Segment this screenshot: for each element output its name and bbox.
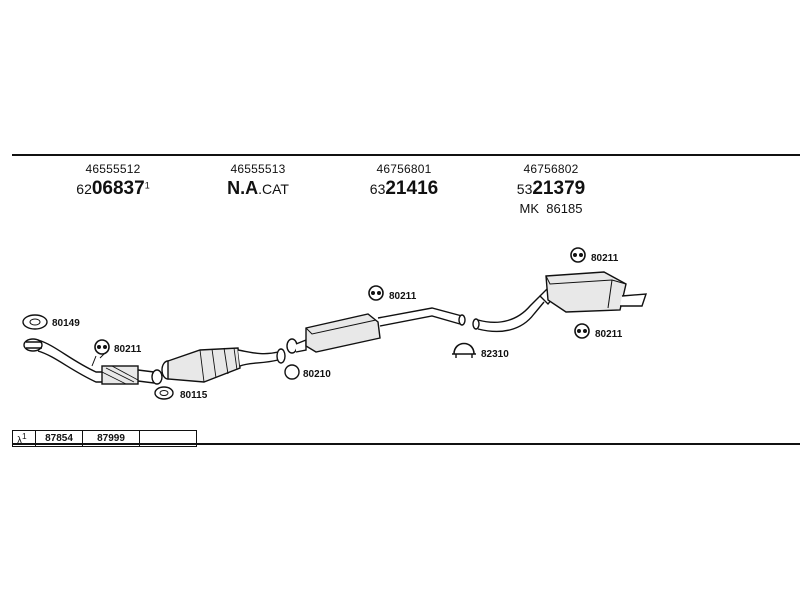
part-header-catalyst[interactable]: 46555513 N.A.CAT [227, 162, 289, 199]
ref-number: 62068371 [76, 178, 150, 199]
hanger-middle[interactable]: 80211 [368, 285, 417, 302]
part-header-rear-silencer[interactable]: 46756802 5321379 MK 86185 [517, 162, 585, 216]
bottom-rule [12, 443, 800, 445]
oe-number: 46756801 [376, 162, 432, 176]
middle-silencer[interactable] [286, 307, 466, 354]
label-hanger-middle: 80211 [389, 291, 417, 302]
gasket-front[interactable]: 80149 [22, 314, 80, 330]
label-clamp: 82310 [481, 349, 509, 360]
label-hanger-front: 80211 [114, 344, 142, 355]
hanger-rear-bottom[interactable]: 80211 [574, 323, 623, 340]
part-header-front-pipe[interactable]: 46555512 62068371 [76, 162, 149, 200]
hanger-front[interactable]: 80211 [94, 339, 142, 355]
label-gasket-mid: 80210 [303, 369, 331, 380]
ref-number: 6321416 [369, 178, 439, 199]
catalytic-converter[interactable] [161, 347, 286, 383]
oe-number: 46756802 [523, 162, 579, 176]
label-hanger-rear-bottom: 80211 [595, 329, 623, 340]
ref-number: N.A.CAT [227, 178, 289, 198]
hanger-rear-top[interactable]: 80211 [570, 247, 619, 264]
label-gasket-cat: 80115 [180, 390, 208, 401]
clamp[interactable]: 82310 [452, 342, 509, 361]
front-pipe[interactable] [23, 338, 163, 385]
gasket-mid[interactable]: 80210 [284, 364, 331, 380]
rear-silencer[interactable] [472, 271, 647, 333]
oe-number: 46555513 [230, 162, 286, 176]
label-gasket-front: 80149 [52, 318, 80, 329]
top-rule [12, 154, 800, 156]
part-header-middle-silencer[interactable]: 46756801 6321416 [370, 162, 438, 200]
oe-number: 46555512 [85, 162, 141, 176]
label-hanger-rear-top: 80211 [591, 253, 619, 264]
ref-number: 5321379 [516, 178, 586, 199]
mount-kit: MK 86185 [519, 201, 583, 216]
gasket-cat[interactable]: 80115 [154, 386, 208, 401]
